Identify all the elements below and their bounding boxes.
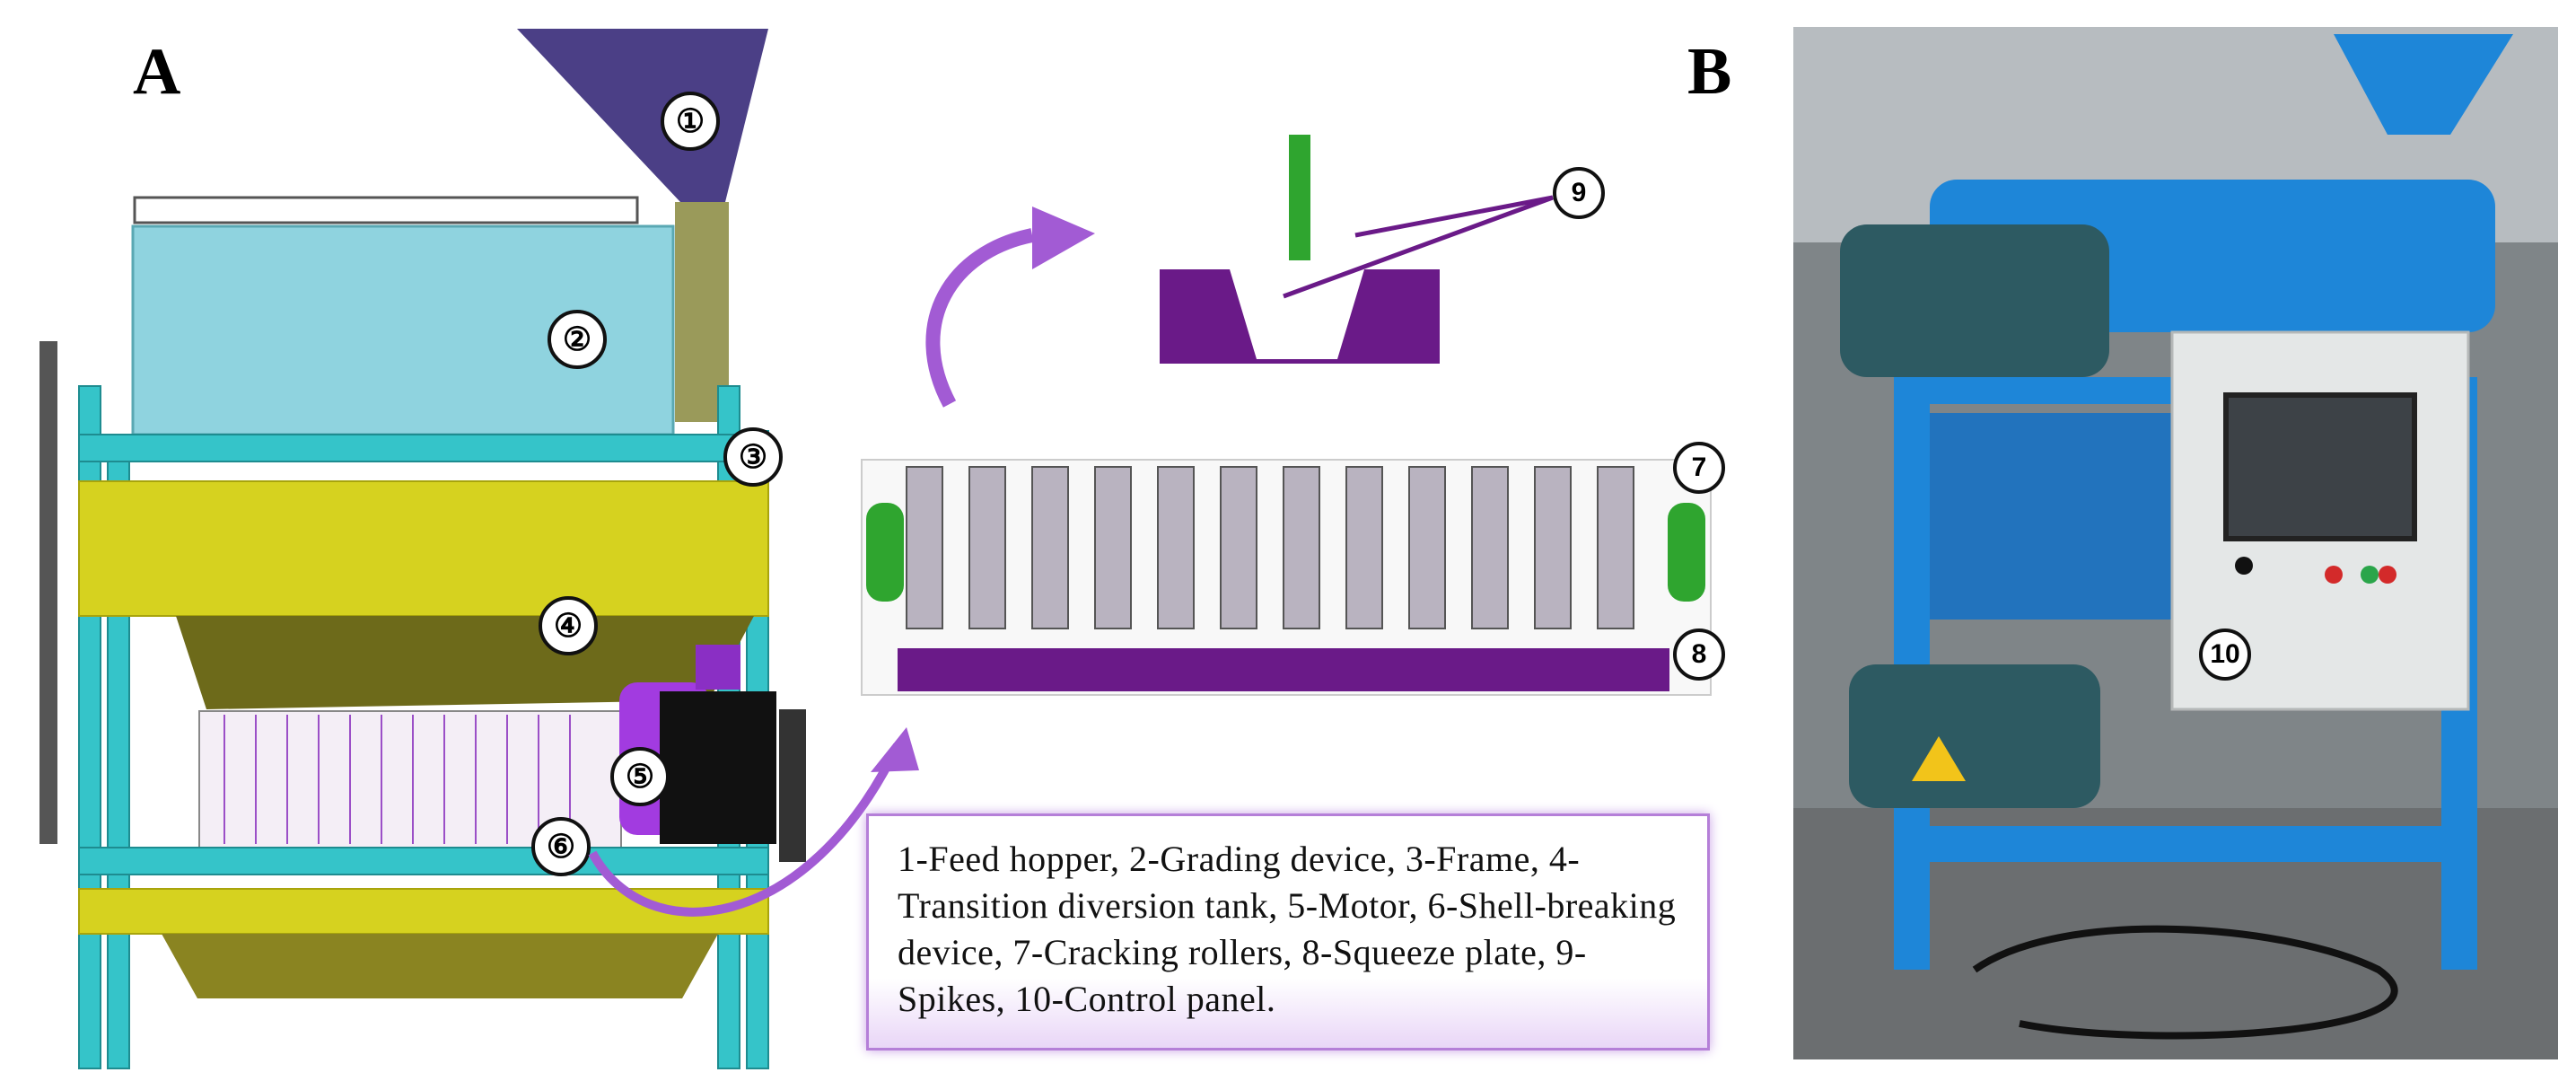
roller-shaft-left bbox=[866, 503, 904, 602]
panel-label-b: B bbox=[1687, 35, 1732, 109]
callout-9: 9 bbox=[1553, 167, 1605, 219]
frame-bottom-yellow bbox=[78, 888, 769, 935]
motor-casing bbox=[660, 691, 776, 844]
squeeze-plate bbox=[898, 648, 1669, 691]
callout-6: ⑥ bbox=[531, 817, 591, 876]
callout-7: 7 bbox=[1673, 442, 1725, 494]
outlet-trough bbox=[162, 934, 718, 998]
callout-1: ① bbox=[661, 92, 720, 151]
callout-10: 10 bbox=[2199, 629, 2251, 681]
control-button-black bbox=[2235, 557, 2253, 575]
transition-tank-funnel bbox=[176, 616, 754, 709]
cracking-rollers bbox=[906, 466, 1634, 629]
frame-lower-beam bbox=[78, 847, 769, 875]
callout-8: 8 bbox=[1673, 629, 1725, 681]
control-button-green bbox=[2361, 566, 2379, 584]
frame-top-beam bbox=[78, 434, 769, 462]
arrowhead-lower bbox=[871, 727, 919, 772]
legend-box: 1-Feed hopper, 2-Grading device, 3-Frame… bbox=[866, 813, 1710, 1050]
arrowhead-upper bbox=[1032, 207, 1095, 269]
drive-chain bbox=[39, 341, 57, 844]
transition-tank-top bbox=[78, 480, 769, 617]
callout-2: ② bbox=[548, 310, 607, 369]
spike-pointer-2 bbox=[1283, 195, 1554, 299]
panel-label-a: A bbox=[133, 35, 181, 109]
motor-pulley bbox=[779, 709, 806, 862]
control-button-red bbox=[2325, 566, 2343, 584]
machine-hopper bbox=[2334, 34, 2513, 135]
grading-drum-top-rail bbox=[133, 196, 639, 224]
callout-5: ⑤ bbox=[610, 747, 670, 806]
control-screen bbox=[2223, 392, 2417, 541]
control-button-red-2 bbox=[2379, 566, 2396, 584]
motor-top bbox=[696, 645, 740, 690]
roller-spikes bbox=[223, 715, 571, 844]
spike-detail-groove bbox=[1230, 269, 1364, 359]
legend-text: 1-Feed hopper, 2-Grading device, 3-Frame… bbox=[898, 839, 1677, 1019]
callout-4: ④ bbox=[539, 596, 598, 655]
machine-frame-base bbox=[1894, 826, 2477, 862]
callout-3: ③ bbox=[723, 427, 783, 487]
power-cables bbox=[1972, 925, 2398, 1040]
spike-pointer-1 bbox=[1354, 195, 1554, 238]
feed-hopper bbox=[517, 29, 768, 202]
spike-detail-shaft bbox=[1289, 135, 1310, 260]
machine-lower-motor bbox=[1849, 664, 2100, 808]
roller-shaft-right bbox=[1668, 503, 1705, 602]
warning-triangle-icon bbox=[1912, 736, 1966, 781]
curved-arrow-icon-upper bbox=[925, 228, 1034, 408]
machine-top-motor bbox=[1840, 224, 2109, 377]
curved-arrow-icon bbox=[588, 743, 902, 917]
